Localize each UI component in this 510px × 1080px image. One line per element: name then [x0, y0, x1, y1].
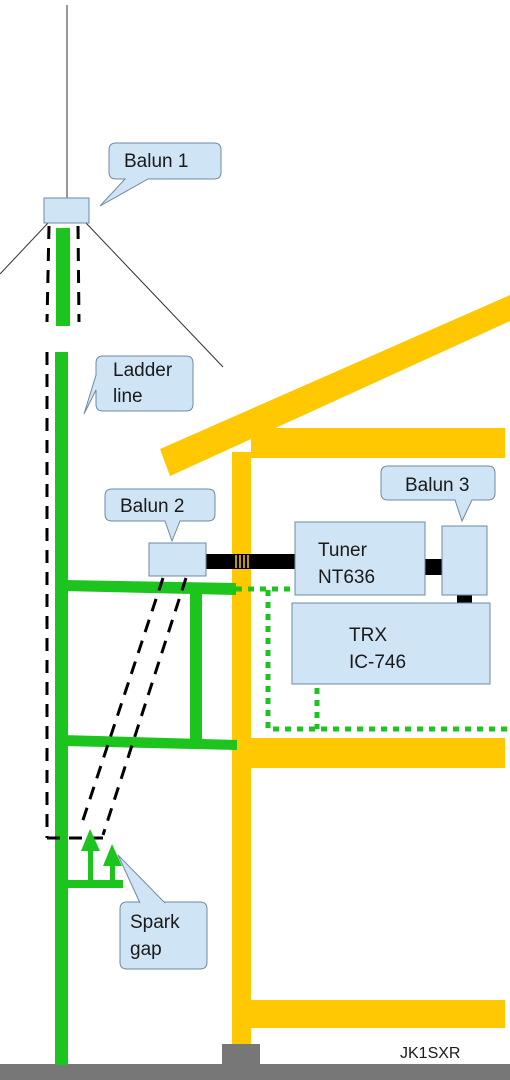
balun1-box: [43, 197, 90, 224]
spark-gap-base: [67, 880, 123, 888]
callout-spark-gap-text-1: Spark: [130, 912, 180, 933]
house-structure: [160, 295, 510, 1048]
ground-bar-upper: [63, 580, 236, 595]
mast-ground-lower: [55, 352, 68, 1065]
watermark: JK1SXR: [400, 1045, 460, 1062]
through-wall-coil: [235, 555, 249, 568]
dotted-ground-wires: [236, 586, 510, 732]
balun3-box: [441, 525, 488, 596]
ground-bar-vertical: [190, 588, 202, 740]
foundation-block: [222, 1044, 260, 1066]
grounding-structure: [55, 228, 237, 1065]
roof-beam: [160, 295, 510, 476]
balun2-box: [148, 542, 207, 577]
floor-beam: [251, 738, 505, 768]
tuner-box: Tuner NT636: [294, 521, 426, 596]
spark-gap-icon: [81, 829, 122, 883]
callout-balun2-text: Balun 2: [120, 496, 184, 517]
coax-tuner-balun3: [425, 559, 444, 575]
trx-box: TRX IC-746: [291, 602, 491, 685]
callout-spark-gap: Spark gap: [117, 854, 208, 970]
tuner-label-line1: Tuner: [318, 540, 368, 561]
callout-balun1: Balun 1: [99, 142, 222, 207]
tuner-label-line2: NT636: [318, 567, 375, 588]
trx-label-line2: IC-746: [349, 652, 406, 673]
callout-ladder-line-text-1: Ladder: [113, 360, 173, 381]
ground-base: [0, 1044, 510, 1080]
callout-ladder-line: Ladder line: [83, 355, 194, 415]
mast-ground-upper: [56, 228, 70, 326]
callout-balun3: Balun 3: [380, 465, 496, 523]
ground-bar-lower: [63, 735, 237, 750]
callout-balun1-text: Balun 1: [124, 151, 188, 172]
wall-post: [232, 452, 251, 1048]
callout-balun3-text: Balun 3: [405, 475, 469, 496]
coax-balun2-tuner: [205, 554, 295, 569]
ladder-line: [45, 225, 188, 840]
callout-balun2: Balun 2: [104, 488, 216, 543]
lower-beam: [251, 1000, 505, 1028]
trx-label-line1: TRX: [349, 625, 387, 646]
callout-ladder-line-text-2: line: [113, 386, 143, 407]
callout-spark-gap-text-2: gap: [130, 939, 162, 960]
ceiling-beam: [251, 428, 505, 458]
guy-wires: [0, 222, 224, 368]
